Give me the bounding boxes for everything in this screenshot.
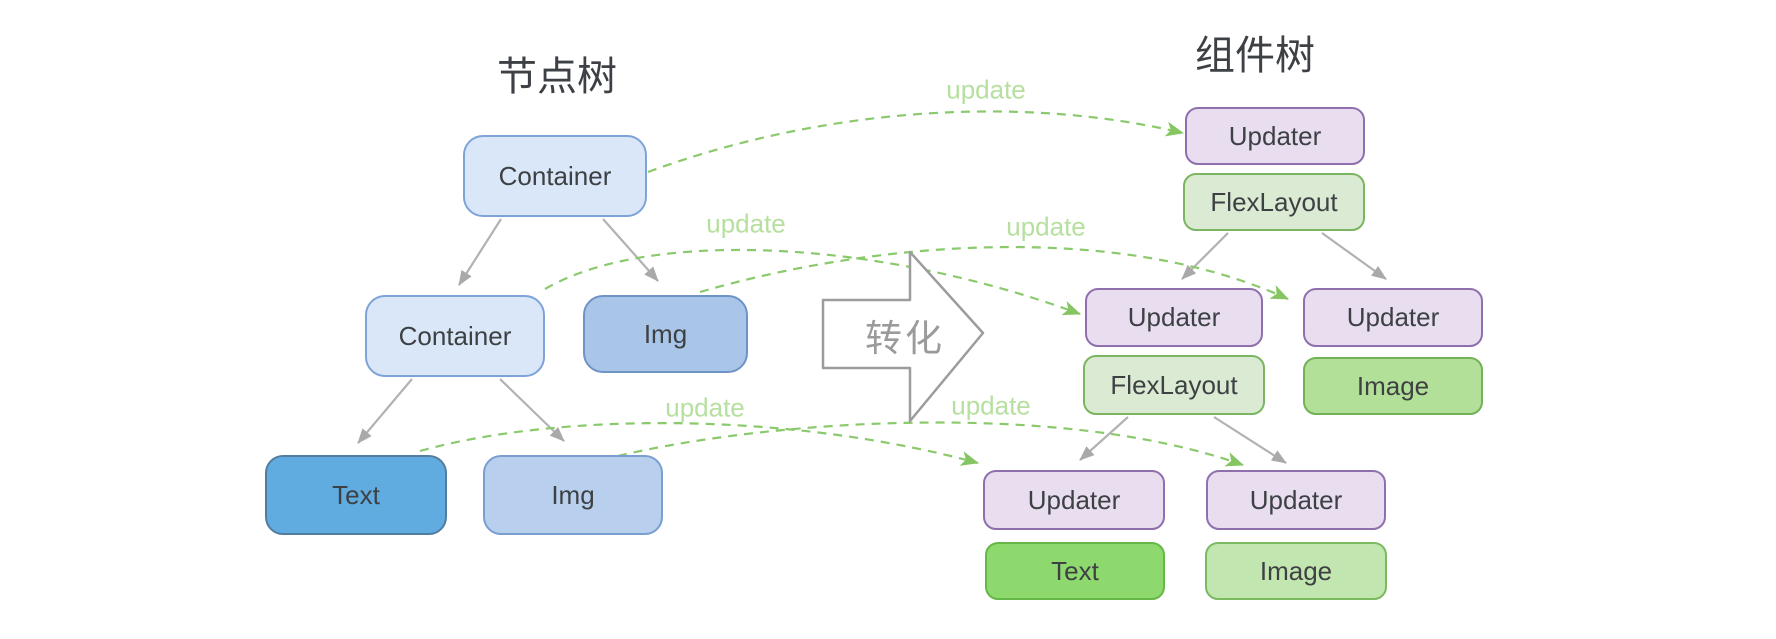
update-label-root: update xyxy=(946,74,1026,105)
edge-container-to-text xyxy=(357,378,413,444)
node-text-leaf: Text xyxy=(265,455,447,535)
transform-arrow-shape xyxy=(821,250,985,423)
node-updater-bottom-left: Updater xyxy=(983,470,1165,530)
update-curve-img xyxy=(699,245,1289,301)
node-container-child: Container xyxy=(365,295,545,377)
node-flexlayout-mid: FlexLayout xyxy=(1083,355,1265,415)
edge-flexmid-to-updater-right xyxy=(1213,416,1287,464)
edge-root-to-img xyxy=(602,218,659,282)
update-label-img-leaf: update xyxy=(951,390,1031,421)
node-img-leaf: Img xyxy=(483,455,663,535)
edge-container-to-img-leaf xyxy=(499,378,565,442)
node-flexlayout-root: FlexLayout xyxy=(1183,173,1365,231)
node-updater-mid-left: Updater xyxy=(1085,288,1263,347)
edge-flexroot-to-updater-right xyxy=(1321,232,1387,280)
node-image-mid: Image xyxy=(1303,357,1483,415)
update-label-text: update xyxy=(665,392,745,423)
node-img-child: Img xyxy=(583,295,748,373)
right-tree-title: 组件树 xyxy=(1195,34,1315,78)
update-label-container: update xyxy=(706,208,786,239)
update-curve-container xyxy=(544,248,1081,316)
edge-flexroot-to-updater-left xyxy=(1181,232,1229,280)
node-updater-bottom-right: Updater xyxy=(1206,470,1386,530)
update-label-img: update xyxy=(1006,211,1086,242)
node-image-bottom: Image xyxy=(1205,542,1387,600)
node-text-component: Text xyxy=(985,542,1165,600)
node-updater-mid-right: Updater xyxy=(1303,288,1483,347)
node-container-root: Container xyxy=(463,135,647,217)
update-curve-img-leaf xyxy=(617,421,1244,467)
node-updater-root: Updater xyxy=(1185,107,1365,165)
update-curve-root xyxy=(647,110,1184,174)
edge-flexmid-to-updater-left xyxy=(1079,416,1129,461)
update-curve-text xyxy=(419,422,979,466)
transform-arrow-label: 转化 xyxy=(865,318,945,359)
edge-root-to-container xyxy=(458,218,502,286)
left-tree-title: 节点树 xyxy=(497,55,617,99)
